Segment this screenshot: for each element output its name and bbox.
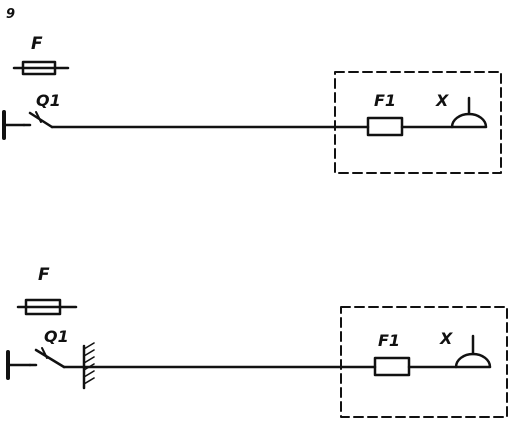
bottom-socket-x [454,334,492,369]
top-fuse-legend-symbol [12,60,70,76]
figure-number: 9 [6,7,15,22]
bottom-socket-label: X [439,329,453,348]
bottom-box-fuse-f1 [373,356,411,377]
bottom-box-fuse-label: F1 [378,331,400,350]
bottom-switch-q1 [28,347,66,369]
top-device-enclosure [334,71,502,174]
top-socket-label: X [435,91,449,110]
bottom-circuit: F Q1 [6,265,508,418]
bottom-switch-label: Q1 [44,327,69,346]
bottom-fuse-legend-symbol [16,298,78,316]
top-socket-x [450,96,488,129]
bottom-fuse-legend-label: F [38,265,50,285]
bottom-ground-terminal [6,350,32,380]
top-ground-terminal [2,110,26,140]
top-switch-q1 [22,111,54,129]
bottom-mechanical-lock [62,342,95,390]
bottom-device-enclosure [340,306,508,418]
top-box-fuse-label: F1 [374,91,396,110]
top-box-fuse-f1 [366,116,404,137]
top-switch-label: Q1 [36,91,61,110]
top-circuit: F Q1 F1 X [2,34,502,174]
top-fuse-legend-label: F [31,34,43,54]
